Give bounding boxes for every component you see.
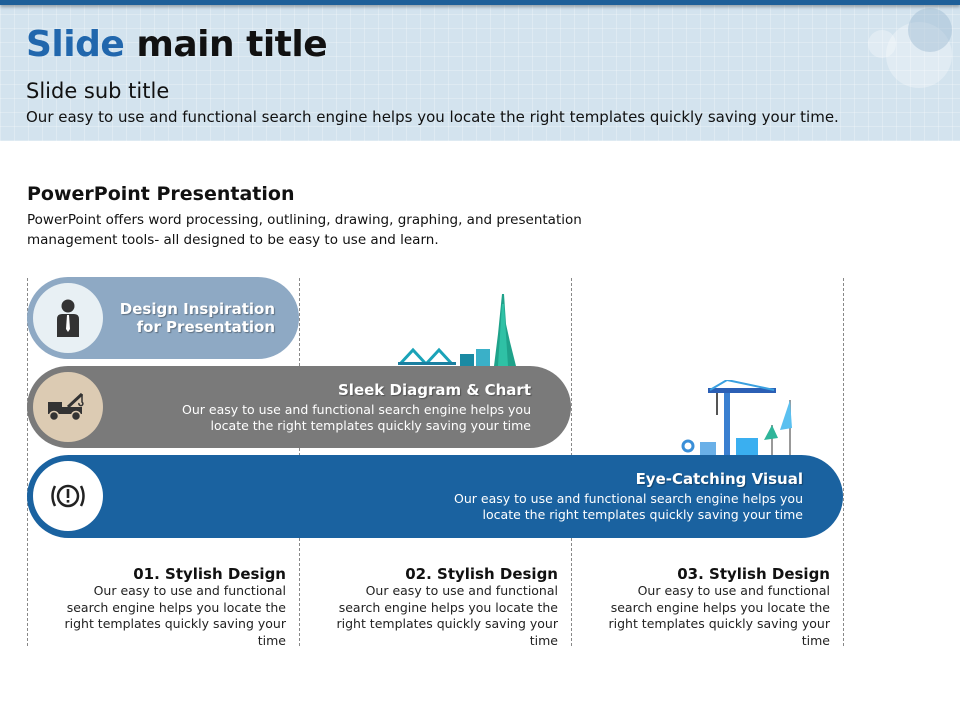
pill-title: for Presentation	[136, 318, 275, 336]
brake-warning-icon	[33, 461, 103, 531]
pill-title: Design Inspiration	[119, 300, 275, 318]
section-body: PowerPoint offers word processing, outli…	[27, 212, 582, 248]
feature-text: time	[801, 632, 830, 648]
feature-text: search engine helps you locate the	[66, 599, 286, 615]
feature-column-1: 01. Stylish Design Our easy to use and f…	[26, 565, 286, 649]
pill-eye-catching[interactable]: Eye-Catching Visual Our easy to use and …	[27, 455, 843, 538]
section-title: PowerPoint Presentation	[27, 183, 295, 205]
title-rest: main title	[124, 24, 328, 65]
feature-text: right templates quickly saving your	[608, 616, 830, 631]
title-accent: Slide	[26, 24, 125, 65]
feature-text: search engine helps you locate the	[610, 599, 830, 615]
feature-text: right templates quickly saving your	[64, 616, 286, 631]
feature-text: Our easy to use and functional	[365, 583, 558, 598]
city-skyline-illustration	[398, 294, 516, 366]
slide-description: Our easy to use and functional search en…	[26, 108, 839, 126]
slide-title: Slide main title	[26, 24, 328, 65]
feature-title: 02. Stylish Design	[405, 565, 558, 583]
decor-bubble	[908, 8, 952, 52]
construction-crane-illustration	[681, 380, 792, 456]
pill-desc: locate the right templates quickly savin…	[210, 418, 531, 433]
pill-title: Sleek Diagram & Chart	[338, 381, 531, 399]
decor-bubble	[868, 30, 896, 58]
divider	[27, 278, 28, 646]
feature-text: time	[529, 632, 558, 648]
pill-title: Eye-Catching Visual	[635, 470, 803, 488]
pill-desc: locate the right templates quickly savin…	[482, 507, 803, 522]
feature-text: Our easy to use and functional	[93, 583, 286, 598]
decor-bubble	[886, 22, 952, 88]
pill-sleek-diagram[interactable]: Sleek Diagram & Chart Our easy to use an…	[27, 366, 571, 448]
feature-text: Our easy to use and functional	[637, 583, 830, 598]
feature-column-3: 03. Stylish Design Our easy to use and f…	[570, 565, 830, 649]
feature-title: 01. Stylish Design	[133, 565, 286, 583]
header-band: Slide main title Slide sub title Our eas…	[0, 0, 960, 141]
feature-text: search engine helps you locate the	[338, 599, 558, 615]
top-stripe	[0, 0, 960, 5]
feature-text: right templates quickly saving your	[336, 616, 558, 631]
feature-text: time	[257, 632, 286, 648]
businessman-icon	[33, 283, 103, 353]
pill-design-inspiration[interactable]: Design Inspiration for Presentation	[27, 277, 299, 359]
pill-desc: Our easy to use and functional search en…	[454, 491, 803, 506]
slide-subtitle: Slide sub title	[26, 79, 170, 103]
feature-column-2: 02. Stylish Design Our easy to use and f…	[298, 565, 558, 649]
divider	[843, 278, 844, 646]
feature-title: 03. Stylish Design	[677, 565, 830, 583]
pill-desc: Our easy to use and functional search en…	[182, 402, 531, 417]
tow-truck-icon	[33, 372, 103, 442]
